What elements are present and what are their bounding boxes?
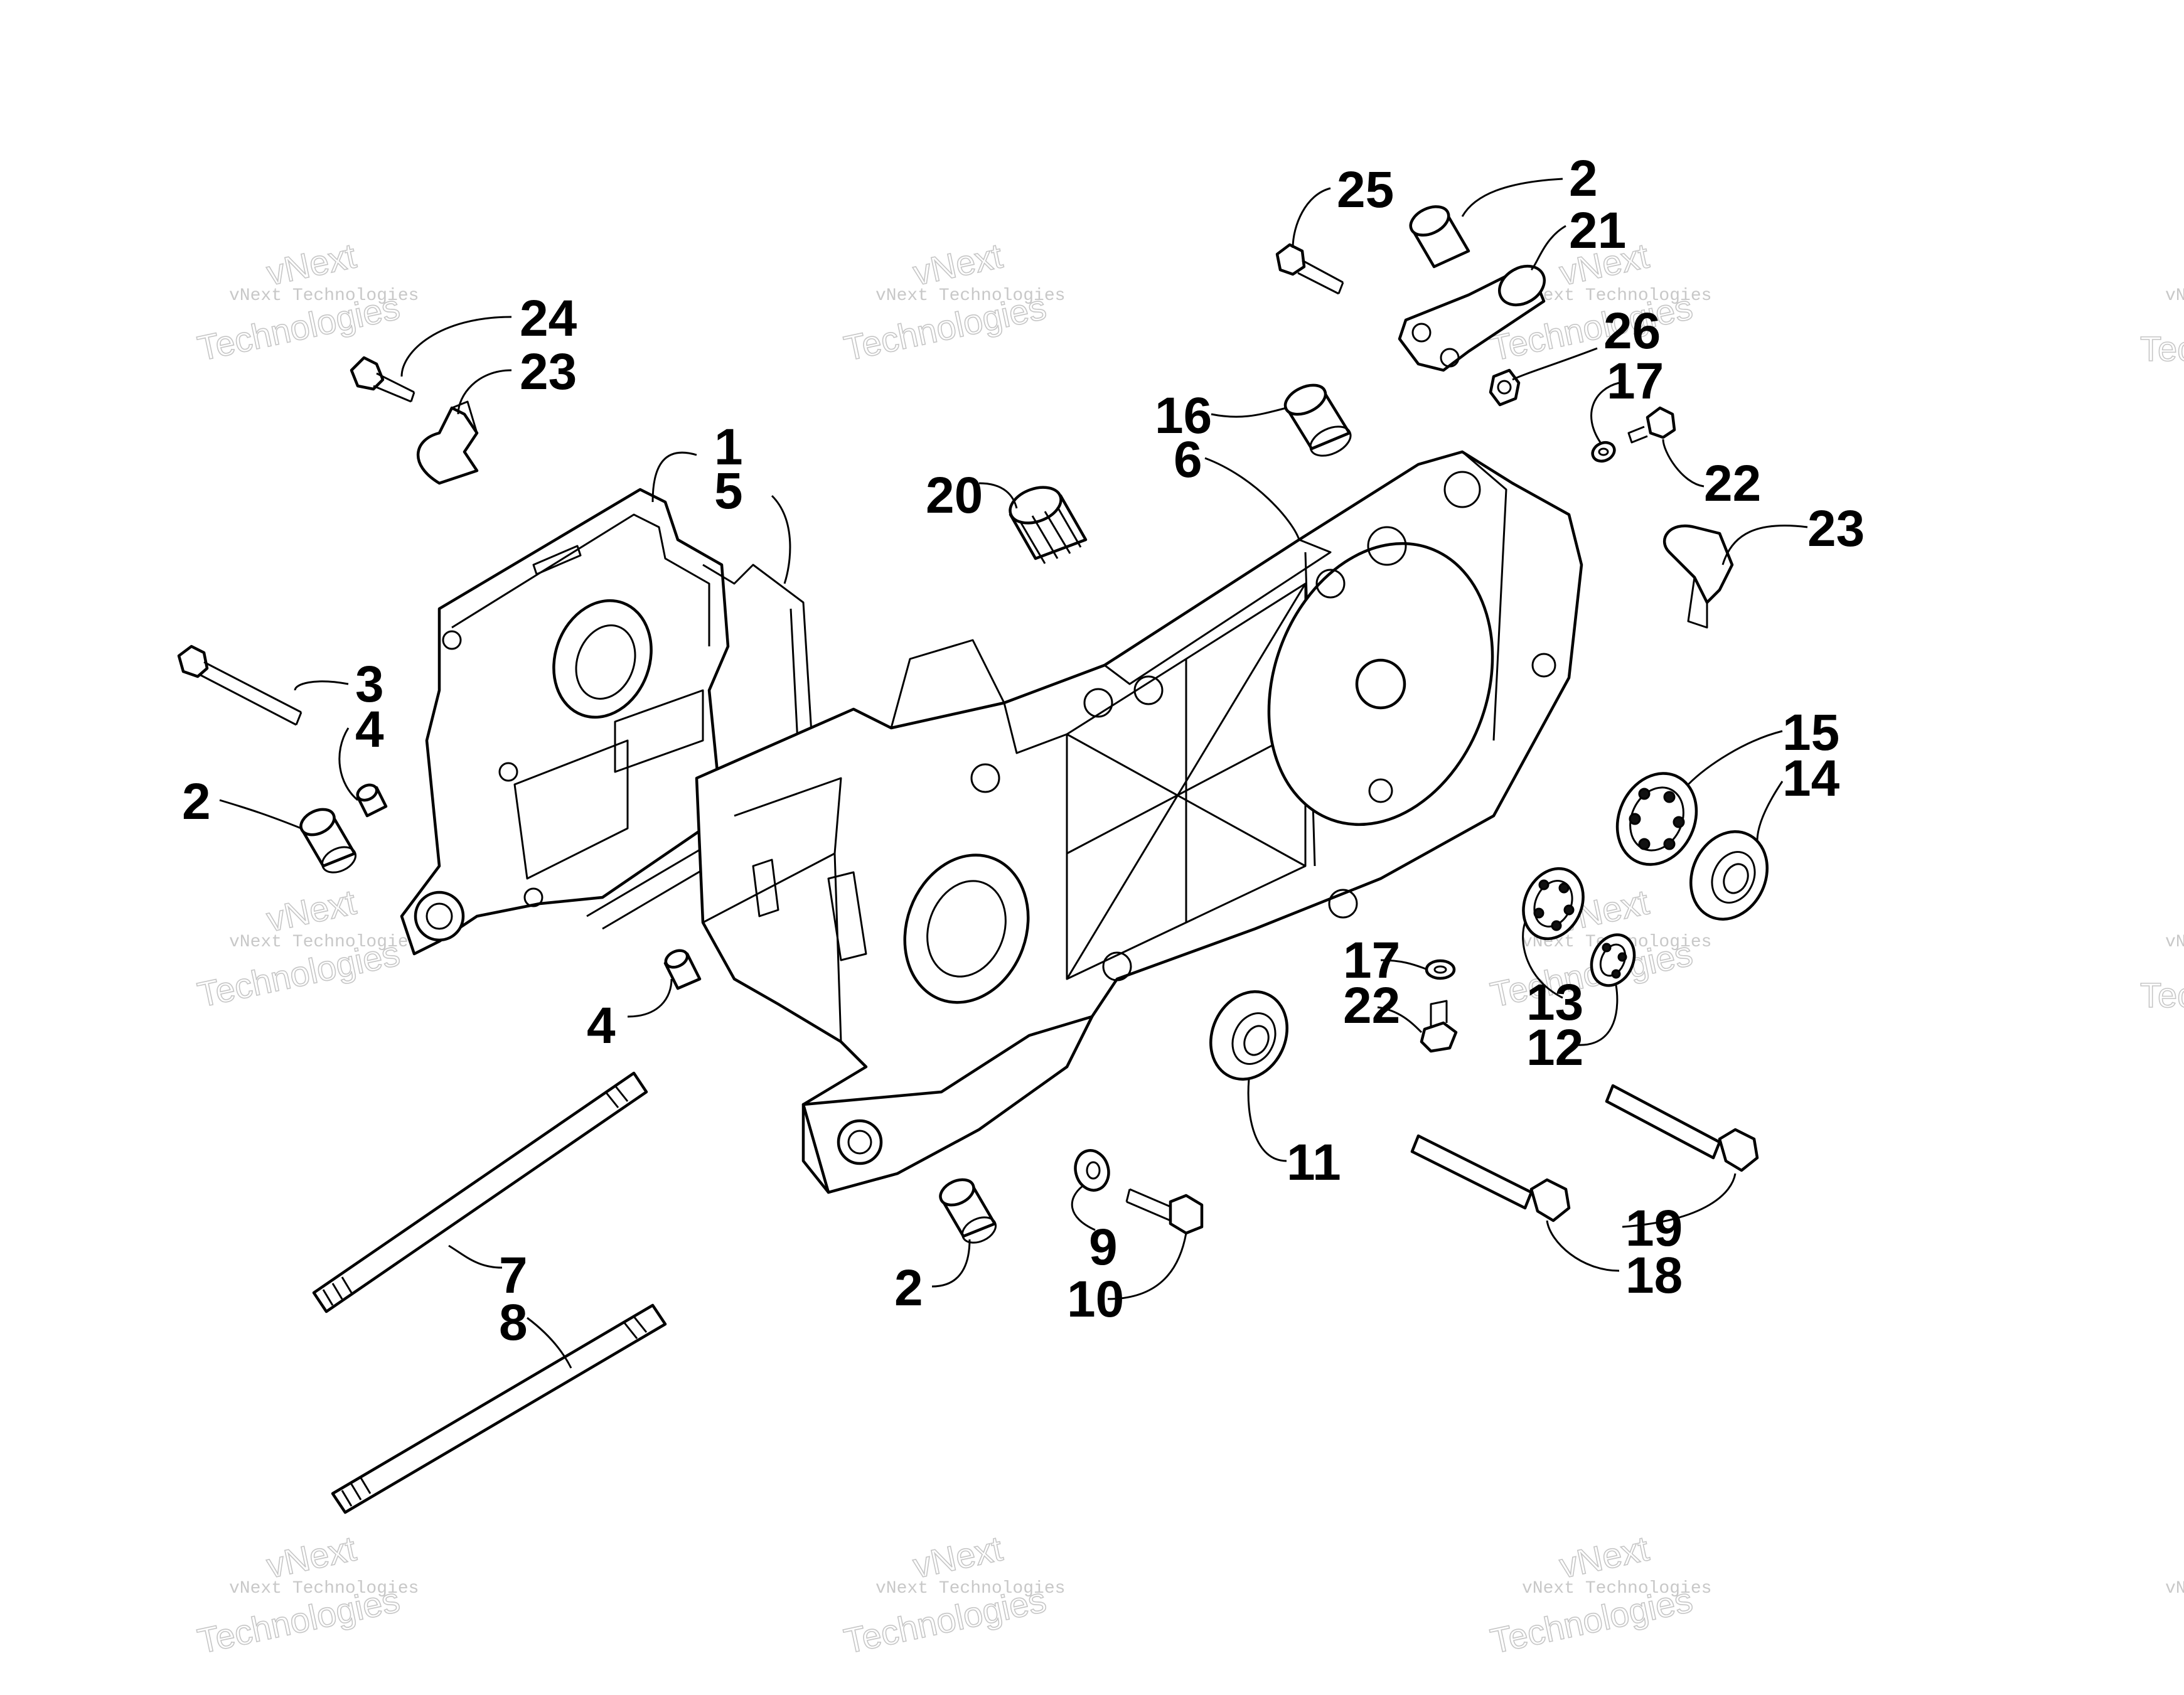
bushing-2-left — [299, 808, 356, 874]
svg-text:vNext Technologies: vNext Technologies — [2165, 286, 2184, 306]
svg-text:vNext Technologies: vNext Technologies — [1522, 286, 1711, 306]
svg-text:vNext Technologies: vNext Technologies — [229, 286, 419, 306]
washer-17-lower — [1425, 959, 1456, 980]
nut-26 — [1489, 368, 1521, 407]
bolt-18 — [1410, 1134, 1571, 1222]
svg-text:vNext Technologies: vNext Technologies — [229, 933, 419, 952]
callout-5: 5 — [714, 463, 743, 520]
svg-text:Technologies: Technologies — [2140, 975, 2184, 1015]
callout-labels: 1 5 3 4 2 4 24 23 20 16 6 25 2 21 26 17 … — [182, 150, 1865, 1351]
callout-12: 12 — [1526, 1019, 1583, 1076]
bolt-25 — [1275, 243, 1344, 295]
svg-text:vNext Technologies: vNext Technologies — [875, 286, 1065, 306]
callout-23: 23 — [1807, 500, 1865, 557]
dowel-4-lower — [663, 949, 702, 990]
callout-20: 20 — [926, 467, 983, 524]
callout-1: 1 — [714, 419, 743, 476]
stud-8 — [331, 1303, 667, 1514]
callout-23: 23 — [520, 343, 577, 400]
callout-7: 7 — [499, 1247, 528, 1304]
dowel-4-upper — [356, 783, 388, 818]
callout-13: 13 — [1526, 974, 1583, 1031]
needle-bearing-20 — [1009, 486, 1088, 564]
callout-4: 4 — [587, 997, 616, 1054]
callout-2: 2 — [894, 1259, 923, 1317]
callout-8: 8 — [499, 1294, 528, 1351]
callout-2: 2 — [1569, 150, 1598, 207]
callout-11: 11 — [1287, 1134, 1341, 1191]
right-crankcase-half — [695, 450, 1583, 1194]
bolt-3 — [177, 644, 302, 726]
watermark-bottom-left: vNext vNext Technologies Technologies — [194, 1527, 419, 1661]
callout-6: 6 — [1174, 431, 1202, 488]
watermark-top-left: vNext vNext Technologies Technologies — [194, 235, 419, 368]
washer-9 — [1074, 1149, 1110, 1192]
clip-23-left — [417, 400, 479, 485]
svg-text:vNext: vNext — [263, 882, 360, 939]
callout-21: 21 — [1569, 202, 1626, 259]
bolt-22-upper — [1627, 406, 1676, 444]
callout-4: 4 — [355, 701, 384, 758]
callout-10: 10 — [1067, 1271, 1124, 1328]
svg-text:vNext Technologies: vNext Technologies — [875, 1579, 1065, 1598]
ball-bearing-12 — [1590, 933, 1636, 987]
watermark-top-center: vNext vNext Technologies Technologies — [840, 235, 1066, 368]
ball-bearing-14 — [1689, 830, 1769, 921]
stud-7 — [312, 1071, 648, 1313]
clip-23-right — [1662, 524, 1734, 629]
svg-text:vNext: vNext — [909, 1528, 1006, 1585]
watermark-edge-right: vNext Technologies Technologies vNext Te… — [2139, 286, 2184, 1598]
callout-26: 26 — [1603, 302, 1661, 360]
bolt-22-lower — [1420, 1000, 1458, 1053]
callout-25: 25 — [1337, 161, 1394, 218]
watermark-mid-left: vNext vNext Technologies Technologies — [194, 881, 419, 1015]
svg-text:Technologies: Technologies — [2140, 329, 2184, 368]
bushing-2-bottom — [939, 1178, 997, 1244]
watermark-bottom-center: vNext vNext Technologies Technologies — [840, 1527, 1066, 1661]
callout-22: 22 — [1343, 977, 1400, 1034]
callout-14: 14 — [1782, 750, 1840, 807]
bolt-10 — [1125, 1188, 1204, 1235]
callout-18: 18 — [1625, 1247, 1683, 1304]
callout-17: 17 — [1343, 932, 1400, 989]
callout-22: 22 — [1704, 455, 1761, 512]
callout-16: 16 — [1155, 387, 1212, 444]
callout-15: 15 — [1782, 704, 1839, 761]
callout-9: 9 — [1089, 1219, 1118, 1276]
svg-text:vNext: vNext — [263, 235, 360, 292]
ball-bearing-15 — [1615, 772, 1698, 866]
bushing-16 — [1283, 383, 1352, 457]
callout-19: 19 — [1625, 1200, 1683, 1257]
callout-2: 2 — [182, 773, 211, 830]
callout-17: 17 — [1607, 353, 1664, 410]
callout-3: 3 — [355, 656, 384, 713]
svg-text:vNext Technologies: vNext Technologies — [2165, 1579, 2184, 1598]
leader-lines — [219, 178, 1808, 1369]
bolt-24 — [350, 356, 415, 403]
svg-text:vNext Technologies: vNext Technologies — [1522, 1579, 1711, 1598]
ball-bearing-11 — [1209, 990, 1288, 1081]
bracket-21 — [1398, 264, 1546, 372]
bushing-2-top — [1409, 205, 1470, 269]
left-crankcase-half — [400, 488, 730, 956]
washer-17-upper — [1591, 441, 1616, 463]
watermark-bottom-right: vNext vNext Technologies Technologies — [1487, 1527, 1712, 1661]
svg-text:vNext Technologies: vNext Technologies — [229, 1579, 419, 1598]
svg-text:vNext: vNext — [909, 235, 1006, 292]
svg-text:vNext: vNext — [263, 1528, 360, 1585]
ball-bearing-13 — [1522, 867, 1585, 941]
svg-text:vNext: vNext — [1556, 1528, 1652, 1585]
svg-text:vNext Technologies: vNext Technologies — [2165, 933, 2184, 952]
bolt-19 — [1605, 1084, 1759, 1172]
callout-24: 24 — [520, 290, 577, 347]
